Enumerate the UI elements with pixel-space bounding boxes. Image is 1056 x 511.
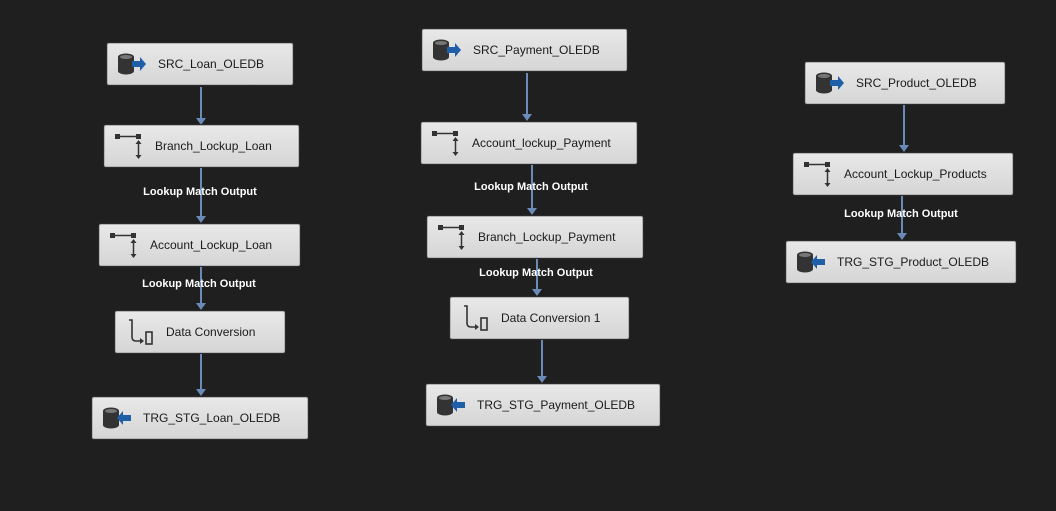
component-src-product-oledb[interactable]: SRC_Product_OLEDB: [805, 62, 1005, 104]
component-account-lockup-products[interactable]: Account_Lockup_Products: [793, 153, 1013, 195]
ole-db-source-icon: [429, 32, 465, 68]
component-label: SRC_Payment_OLEDB: [473, 43, 600, 57]
ole-db-destination-icon: [433, 387, 469, 423]
data-path[interactable]: [532, 259, 542, 296]
ole-db-source-icon: [114, 46, 150, 82]
path-label-lookup-match-output: Lookup Match Output: [142, 278, 256, 290]
component-branch-lockup-loan[interactable]: Branch_Lockup_Loan: [104, 125, 299, 167]
data-path[interactable]: [196, 354, 206, 396]
data-path[interactable]: [196, 267, 206, 310]
component-label: Data Conversion: [166, 325, 256, 339]
component-branch-lockup-payment[interactable]: Branch_Lockup_Payment: [427, 216, 643, 258]
component-src-loan-oledb[interactable]: SRC_Loan_OLEDB: [107, 43, 293, 85]
component-trg-stg-payment-oledb[interactable]: TRG_STG_Payment_OLEDB: [426, 384, 660, 426]
data-conversion-icon: [122, 314, 158, 350]
path-label-lookup-match-output: Lookup Match Output: [143, 186, 257, 198]
lookup-icon: [434, 219, 470, 255]
component-label: Account_Lockup_Products: [844, 167, 987, 181]
component-trg-stg-product-oledb[interactable]: TRG_STG_Product_OLEDB: [786, 241, 1016, 283]
component-label: Account_Lockup_Loan: [150, 238, 273, 252]
component-trg-stg-loan-oledb[interactable]: TRG_STG_Loan_OLEDB: [92, 397, 308, 439]
lookup-icon: [428, 125, 464, 161]
data-path[interactable]: [196, 168, 206, 223]
component-label: Branch_Lockup_Loan: [155, 139, 272, 153]
component-data-conversion-1[interactable]: Data Conversion 1: [450, 297, 629, 339]
component-src-payment-oledb[interactable]: SRC_Payment_OLEDB: [422, 29, 627, 71]
component-label: TRG_STG_Payment_OLEDB: [477, 398, 636, 412]
data-path[interactable]: [522, 73, 532, 121]
path-label-lookup-match-output: Lookup Match Output: [474, 181, 588, 193]
data-path[interactable]: [537, 340, 547, 383]
component-label: Branch_Lockup_Payment: [478, 230, 616, 244]
data-path[interactable]: [897, 196, 907, 240]
path-label-lookup-match-output: Lookup Match Output: [844, 208, 958, 220]
path-label-lookup-match-output: Lookup Match Output: [479, 267, 593, 279]
lookup-icon: [106, 227, 142, 263]
component-label: Account_lockup_Payment: [472, 136, 611, 150]
ole-db-destination-icon: [793, 244, 829, 280]
data-path[interactable]: [899, 105, 909, 152]
component-label: TRG_STG_Loan_OLEDB: [143, 411, 281, 425]
component-account-lockup-loan[interactable]: Account_Lockup_Loan: [99, 224, 300, 266]
component-label: SRC_Loan_OLEDB: [158, 57, 265, 71]
component-label: Data Conversion 1: [501, 311, 601, 325]
component-account-lockup-payment[interactable]: Account_lockup_Payment: [421, 122, 637, 164]
lookup-icon: [800, 156, 836, 192]
data-conversion-icon: [457, 300, 493, 336]
lookup-icon: [111, 128, 147, 164]
component-data-conversion[interactable]: Data Conversion: [115, 311, 285, 353]
data-path[interactable]: [527, 165, 537, 215]
data-path[interactable]: [196, 87, 206, 125]
ole-db-destination-icon: [99, 400, 135, 436]
component-label: SRC_Product_OLEDB: [856, 76, 977, 90]
component-label: TRG_STG_Product_OLEDB: [837, 255, 990, 269]
ole-db-source-icon: [812, 65, 848, 101]
